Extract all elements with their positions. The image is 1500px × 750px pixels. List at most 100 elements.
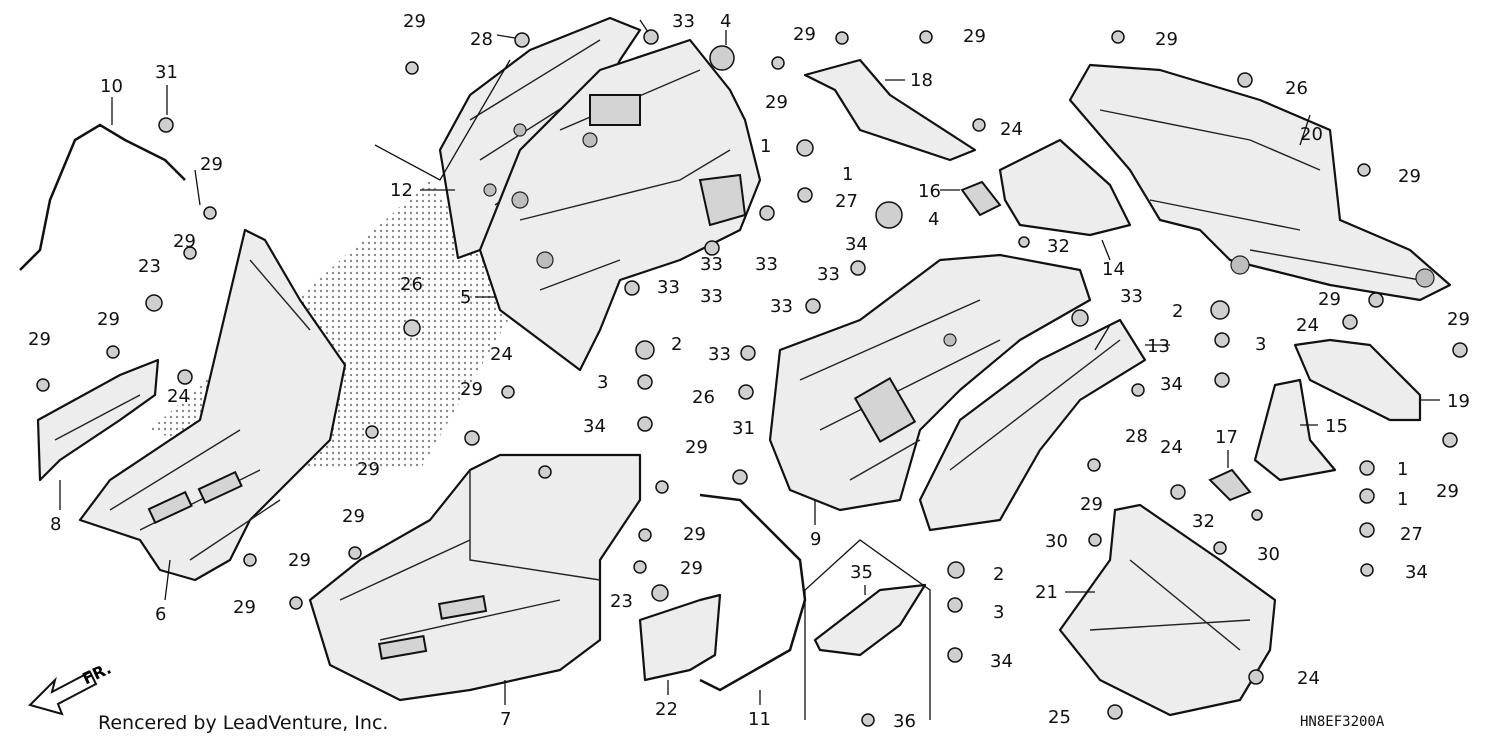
part-rear-wire — [699, 493, 807, 692]
callout-30: 30 — [1257, 544, 1280, 565]
part-guard — [1253, 378, 1337, 482]
callout-27: 27 — [1400, 524, 1423, 545]
callout-33: 33 — [770, 296, 793, 317]
callout-29: 29 — [342, 506, 365, 527]
callout-33: 33 — [755, 254, 778, 275]
callout-31: 31 — [732, 418, 755, 439]
callout-2: 2 — [993, 564, 1004, 585]
callout-33: 33 — [657, 277, 680, 298]
callout-33: 33 — [700, 286, 723, 307]
callout-labels: 29 28 33 4 29 29 29 31 10 18 29 26 24 20… — [28, 11, 1470, 732]
callout-2: 2 — [1172, 301, 1183, 322]
callout-21: 21 — [1035, 582, 1058, 603]
callout-32: 32 — [1047, 236, 1070, 257]
callout-19: 19 — [1447, 391, 1470, 412]
callout-24: 24 — [1297, 668, 1320, 689]
callout-35: 35 — [850, 562, 873, 583]
credit-text: Rencered by LeadVenture, Inc. — [98, 712, 389, 734]
callout-24: 24 — [1000, 119, 1023, 140]
part-mud-guard — [1058, 503, 1277, 717]
callout-7: 7 — [500, 709, 511, 730]
fasteners — [36, 29, 1468, 727]
callout-29: 29 — [683, 524, 706, 545]
callout-28: 28 — [470, 29, 493, 50]
callout-28: 28 — [1125, 426, 1148, 447]
callout-32: 32 — [1192, 511, 1215, 532]
callout-24: 24 — [1296, 315, 1319, 336]
callout-16: 16 — [918, 181, 941, 202]
callout-34: 34 — [1160, 374, 1183, 395]
callout-29: 29 — [1318, 289, 1341, 310]
part-clip-17 — [1208, 468, 1252, 502]
callout-3: 3 — [597, 372, 608, 393]
callout-29: 29 — [680, 558, 703, 579]
callout-33: 33 — [672, 11, 695, 32]
callout-17: 17 — [1215, 427, 1238, 448]
callout-26: 26 — [1285, 78, 1308, 99]
callout-29: 29 — [28, 329, 51, 350]
callout-2: 2 — [671, 334, 682, 355]
callout-27: 27 — [835, 191, 858, 212]
callout-5: 5 — [460, 287, 471, 308]
callout-29: 29 — [1155, 29, 1178, 50]
callout-29: 29 — [1447, 309, 1470, 330]
callout-33: 33 — [1120, 286, 1143, 307]
inset-frame-35 — [804, 539, 931, 720]
callout-1: 1 — [1397, 459, 1408, 480]
callout-18: 18 — [910, 70, 933, 91]
part-front-wire — [19, 123, 186, 271]
callout-29: 29 — [357, 459, 380, 480]
callout-3: 3 — [1255, 334, 1266, 355]
callout-9: 9 — [810, 529, 821, 550]
callout-6: 6 — [155, 604, 166, 625]
part-plate — [638, 593, 722, 682]
callout-33: 33 — [700, 254, 723, 275]
callout-29: 29 — [288, 550, 311, 571]
callout-26: 26 — [400, 274, 423, 295]
callout-30: 30 — [1045, 531, 1068, 552]
callout-29: 29 — [173, 231, 196, 252]
callout-1: 1 — [760, 136, 771, 157]
callout-13: 13 — [1147, 336, 1170, 357]
callout-24: 24 — [167, 386, 190, 407]
callout-10: 10 — [100, 76, 123, 97]
callout-29: 29 — [685, 437, 708, 458]
callout-29: 29 — [1436, 481, 1459, 502]
callout-20: 20 — [1300, 124, 1323, 145]
part-left-floor — [78, 228, 347, 582]
callout-33: 33 — [817, 264, 840, 285]
part-side-bracket — [1293, 338, 1422, 422]
part-rear-cover — [1068, 63, 1452, 302]
callout-1: 1 — [1397, 489, 1408, 510]
callout-24: 24 — [490, 344, 513, 365]
callout-29: 29 — [200, 154, 223, 175]
part-right-floor — [308, 453, 642, 702]
callout-29: 29 — [793, 24, 816, 45]
callout-22: 22 — [655, 699, 678, 720]
front-arrow-icon — [28, 670, 98, 716]
callout-29: 29 — [460, 379, 483, 400]
callout-29: 29 — [1080, 494, 1103, 515]
callout-25: 25 — [1048, 707, 1071, 728]
part-front-fender — [478, 38, 762, 372]
callout-1: 1 — [842, 164, 853, 185]
leader-lines — [59, 19, 1440, 705]
callout-29: 29 — [233, 597, 256, 618]
callout-29: 29 — [403, 11, 426, 32]
part-inner-cover — [998, 138, 1132, 237]
part-rear-inner-fender — [918, 318, 1147, 532]
callout-33: 33 — [708, 344, 731, 365]
callout-29: 29 — [963, 26, 986, 47]
part-clip-16 — [960, 180, 1002, 217]
diagram-code: HN8EF3200A — [1300, 714, 1385, 730]
callout-29: 29 — [1398, 166, 1421, 187]
part-rear-fender — [768, 253, 1092, 512]
callout-23: 23 — [138, 256, 161, 277]
callout-3: 3 — [993, 602, 1004, 623]
callout-4: 4 — [928, 209, 939, 230]
part-left-side-cover — [36, 358, 160, 482]
callout-8: 8 — [50, 514, 61, 535]
callout-24: 24 — [1160, 437, 1183, 458]
callout-29: 29 — [97, 309, 120, 330]
